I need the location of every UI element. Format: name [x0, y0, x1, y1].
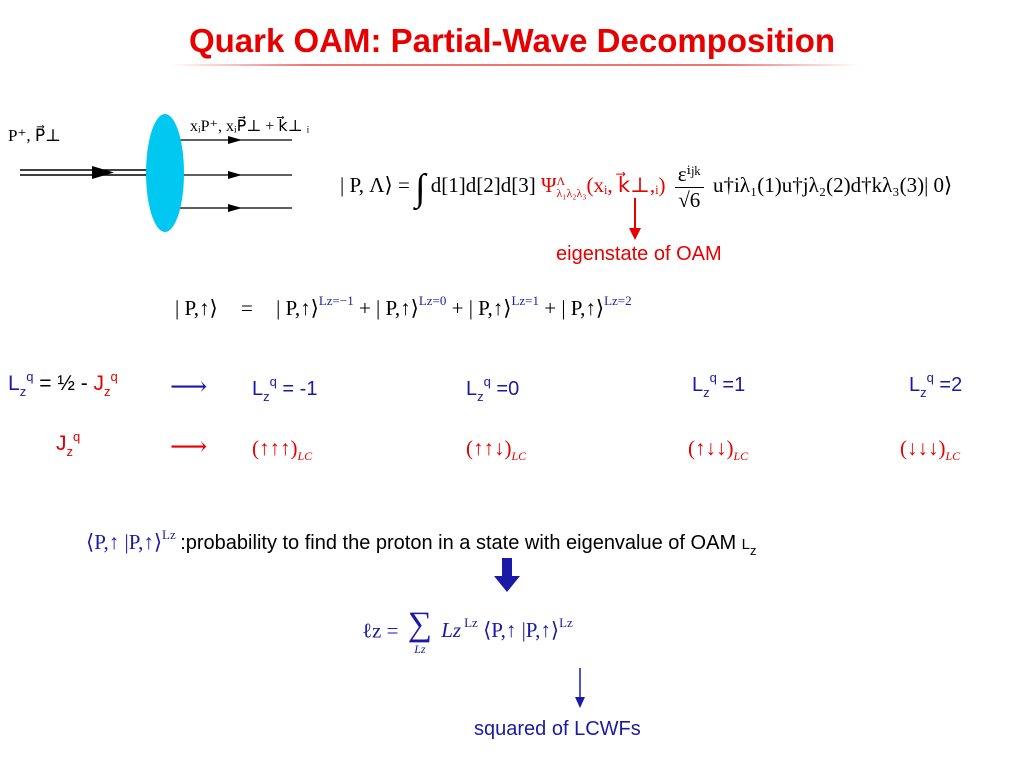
down-arrow-oam: [629, 198, 641, 240]
scattering-diagram: [20, 114, 292, 232]
lz-value-1: Lzq =1: [692, 370, 746, 400]
outgoing-arrow-2: [228, 171, 242, 179]
arrow-jz-row: ⟶: [170, 432, 208, 461]
title-underline: [170, 64, 860, 66]
incoming-momentum-label: P⁺, P⃗⊥: [8, 126, 62, 145]
prob-braket: ⟨P,↑ |P,↑⟩Lz: [86, 527, 176, 554]
jzq-symbol: Jzq: [93, 369, 118, 399]
prob-text: :probability to find the proton in a sta…: [180, 532, 757, 558]
arrow-lz-row: ⟶: [170, 372, 208, 401]
eigenstate-annotation: eigenstate of OAM: [556, 243, 722, 265]
fraction-denominator: √6: [678, 187, 701, 212]
decomp-lhs: | P,↑⟩: [175, 296, 218, 320]
summation: ∑ Lz: [407, 606, 432, 657]
integral-sign: ∫: [415, 167, 426, 209]
incoming-arrow: [92, 166, 114, 179]
helicity-uuu: (↑↑↑)LC: [252, 436, 313, 463]
sum-braket: ⟨P,↑ |P,↑⟩Lz: [483, 615, 573, 643]
helicity-ddd: (↓↓↓)LC: [900, 436, 961, 463]
integration-measure: d[1]d[2]d[3]: [430, 173, 536, 197]
psi-args: (xᵢ, k⃗⊥,ᵢ): [586, 173, 666, 197]
psi-sup: Λ: [556, 174, 566, 189]
decomp-term-1: | P,↑⟩Lz=−1: [276, 293, 354, 320]
down-arrow-lcwf: [575, 668, 585, 708]
slide-title: Quark OAM: Partial-Wave Decomposition: [188, 22, 836, 59]
helicity-uud: (↑↑↓)LC: [466, 436, 527, 463]
jzq-label: Jzq: [56, 429, 81, 459]
oam-decomposition-equation: | P,↑⟩ = | P,↑⟩Lz=−1 + | P,↑⟩Lz=0 + | P,…: [175, 293, 632, 321]
decomp-term-2: + | P,↑⟩Lz=0: [358, 293, 447, 320]
oam-spin-relation: Lzq = ½ - Jzq: [8, 369, 118, 399]
relation-eq: = ½ -: [33, 372, 94, 395]
lz-value-0: Lzq =0: [466, 374, 520, 404]
decomp-term-4: + | P,↑⟩Lz=2: [544, 293, 632, 320]
outgoing-momentum-label: xᵢP⁺, xᵢP⃗⊥ + k⃗⊥ ᵢ: [190, 118, 310, 135]
outgoing-arrow-3: [228, 204, 242, 212]
lcwf-annotation: squared of LCWFs: [474, 718, 641, 740]
state-lhs: | P, Λ⟩ =: [340, 173, 410, 197]
decomp-equals: =: [241, 296, 253, 320]
epsilon-fraction: εⁱʲᵏ √6: [674, 162, 704, 213]
lz-value-2: Lzq =2: [909, 370, 963, 400]
thick-down-arrow: [494, 558, 520, 592]
creation-operators: u†iλ₁(1)u†jλ₂(2)d†kλ₃(3)| 0⟩: [712, 173, 953, 197]
helicity-udd: (↑↓↓)LC: [688, 436, 749, 463]
decomp-term-3: + | P,↑⟩Lz=1: [451, 293, 539, 320]
proton-blob: [146, 114, 184, 232]
psi-symbol: Ψ: [540, 173, 557, 197]
fraction-numerator: εⁱʲᵏ: [674, 162, 704, 188]
psi-sub: λ₁λ₂λ₃: [556, 186, 587, 201]
ellz-lhs: ℓz =: [362, 618, 399, 643]
outgoing-arrow-1: [228, 136, 242, 144]
probability-definition: ⟨P,↑ |P,↑⟩Lz :probability to find the pr…: [86, 527, 757, 558]
lz-value-minus1: Lzq = -1: [252, 374, 318, 404]
lzq-symbol: Lzq: [8, 369, 34, 399]
